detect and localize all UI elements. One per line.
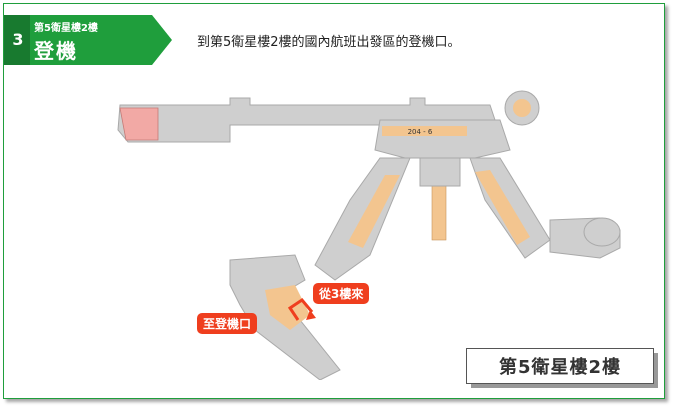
to-gate-callout: 至登機口	[197, 313, 258, 334]
right-end-pod	[583, 217, 621, 247]
from-floor-callout: 從3樓來	[313, 283, 370, 304]
step-number: 3	[12, 30, 24, 49]
left-building	[119, 107, 159, 141]
route-arrow-icon	[306, 310, 316, 320]
right-pier-shops	[475, 170, 530, 245]
route-path	[287, 298, 314, 321]
step-subtitle: 第5衛星樓2樓	[34, 23, 98, 34]
left-pier-shops	[348, 175, 400, 248]
terminal-map: 204 - 6	[117, 90, 621, 380]
step-banner: 3 第5衛星樓2樓 登機	[4, 15, 174, 65]
location-label: 第5衛星樓2樓	[466, 348, 658, 388]
gate-sign: 204 - 6	[408, 128, 433, 136]
instruction-text: 到第5衛星樓2樓的國內航班出發區的登機口。	[197, 35, 461, 50]
banner-shape	[4, 15, 172, 65]
central-hall	[419, 157, 461, 187]
top-right-pod-core	[513, 99, 531, 117]
central-walkway	[431, 179, 447, 241]
top-corridor	[117, 97, 496, 143]
gate-area	[382, 126, 467, 136]
step-title: 登機	[34, 39, 78, 63]
content-frame	[3, 3, 665, 399]
satellite-hub	[374, 119, 511, 159]
